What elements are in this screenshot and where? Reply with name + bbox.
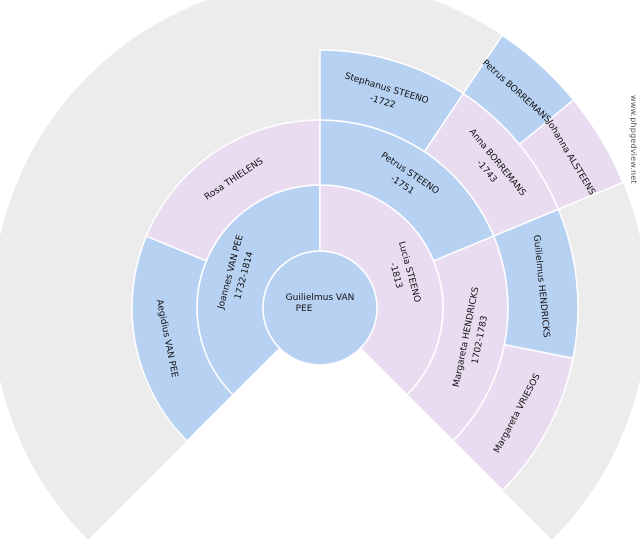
ancestor-segment[interactable]: [518, 98, 625, 211]
root-person-name-line2: PEE: [296, 304, 313, 314]
ancestor-segment[interactable]: [451, 343, 574, 492]
root-person-circle[interactable]: [262, 250, 378, 366]
root-person-name-line1: Guilielmus VAN: [286, 293, 355, 303]
ancestor-segments: [131, 34, 625, 492]
site-watermark: www.phpgedview.net: [629, 95, 638, 184]
root-person[interactable]: Guilielmus VAN PEE: [262, 250, 378, 366]
